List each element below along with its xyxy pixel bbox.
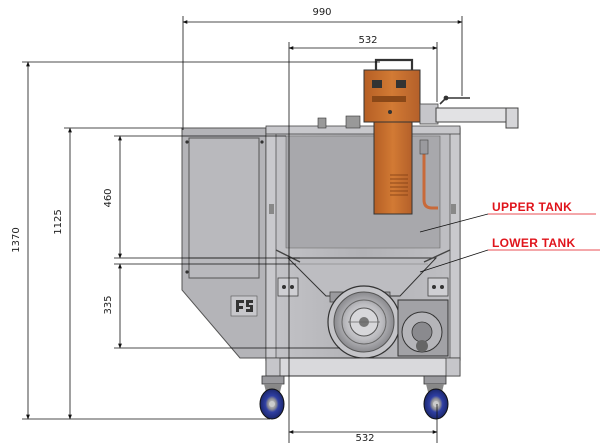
heater-unit <box>363 58 438 215</box>
lower-tank-hopper <box>286 257 438 297</box>
upper-tank-label: UPPER TANK <box>492 200 572 214</box>
machine-body <box>181 125 461 377</box>
left-caster <box>259 375 285 420</box>
logo-plate <box>230 295 258 317</box>
dim-upper-tank-height: 460 <box>103 188 114 207</box>
exhaust-pipe <box>419 95 519 129</box>
upper-tank <box>285 135 441 249</box>
dim-bottom-width: 532 <box>355 433 374 443</box>
right-caster <box>423 375 449 420</box>
dim-body-height: 1125 <box>53 209 64 234</box>
dim-lower-tank-height: 335 <box>103 295 114 314</box>
motor <box>397 299 449 357</box>
dim-top-width: 532 <box>358 35 377 46</box>
lower-tank-label: LOWER TANK <box>492 236 575 250</box>
heater-tube <box>373 121 413 215</box>
dim-overall-width: 990 <box>312 7 331 18</box>
copper-pipe <box>422 150 438 210</box>
dimension-lines <box>22 16 600 443</box>
blower-fan <box>327 285 401 359</box>
left-panel-window <box>188 137 260 279</box>
base-frame <box>265 357 461 377</box>
dim-overall-height: 1370 <box>11 227 22 252</box>
